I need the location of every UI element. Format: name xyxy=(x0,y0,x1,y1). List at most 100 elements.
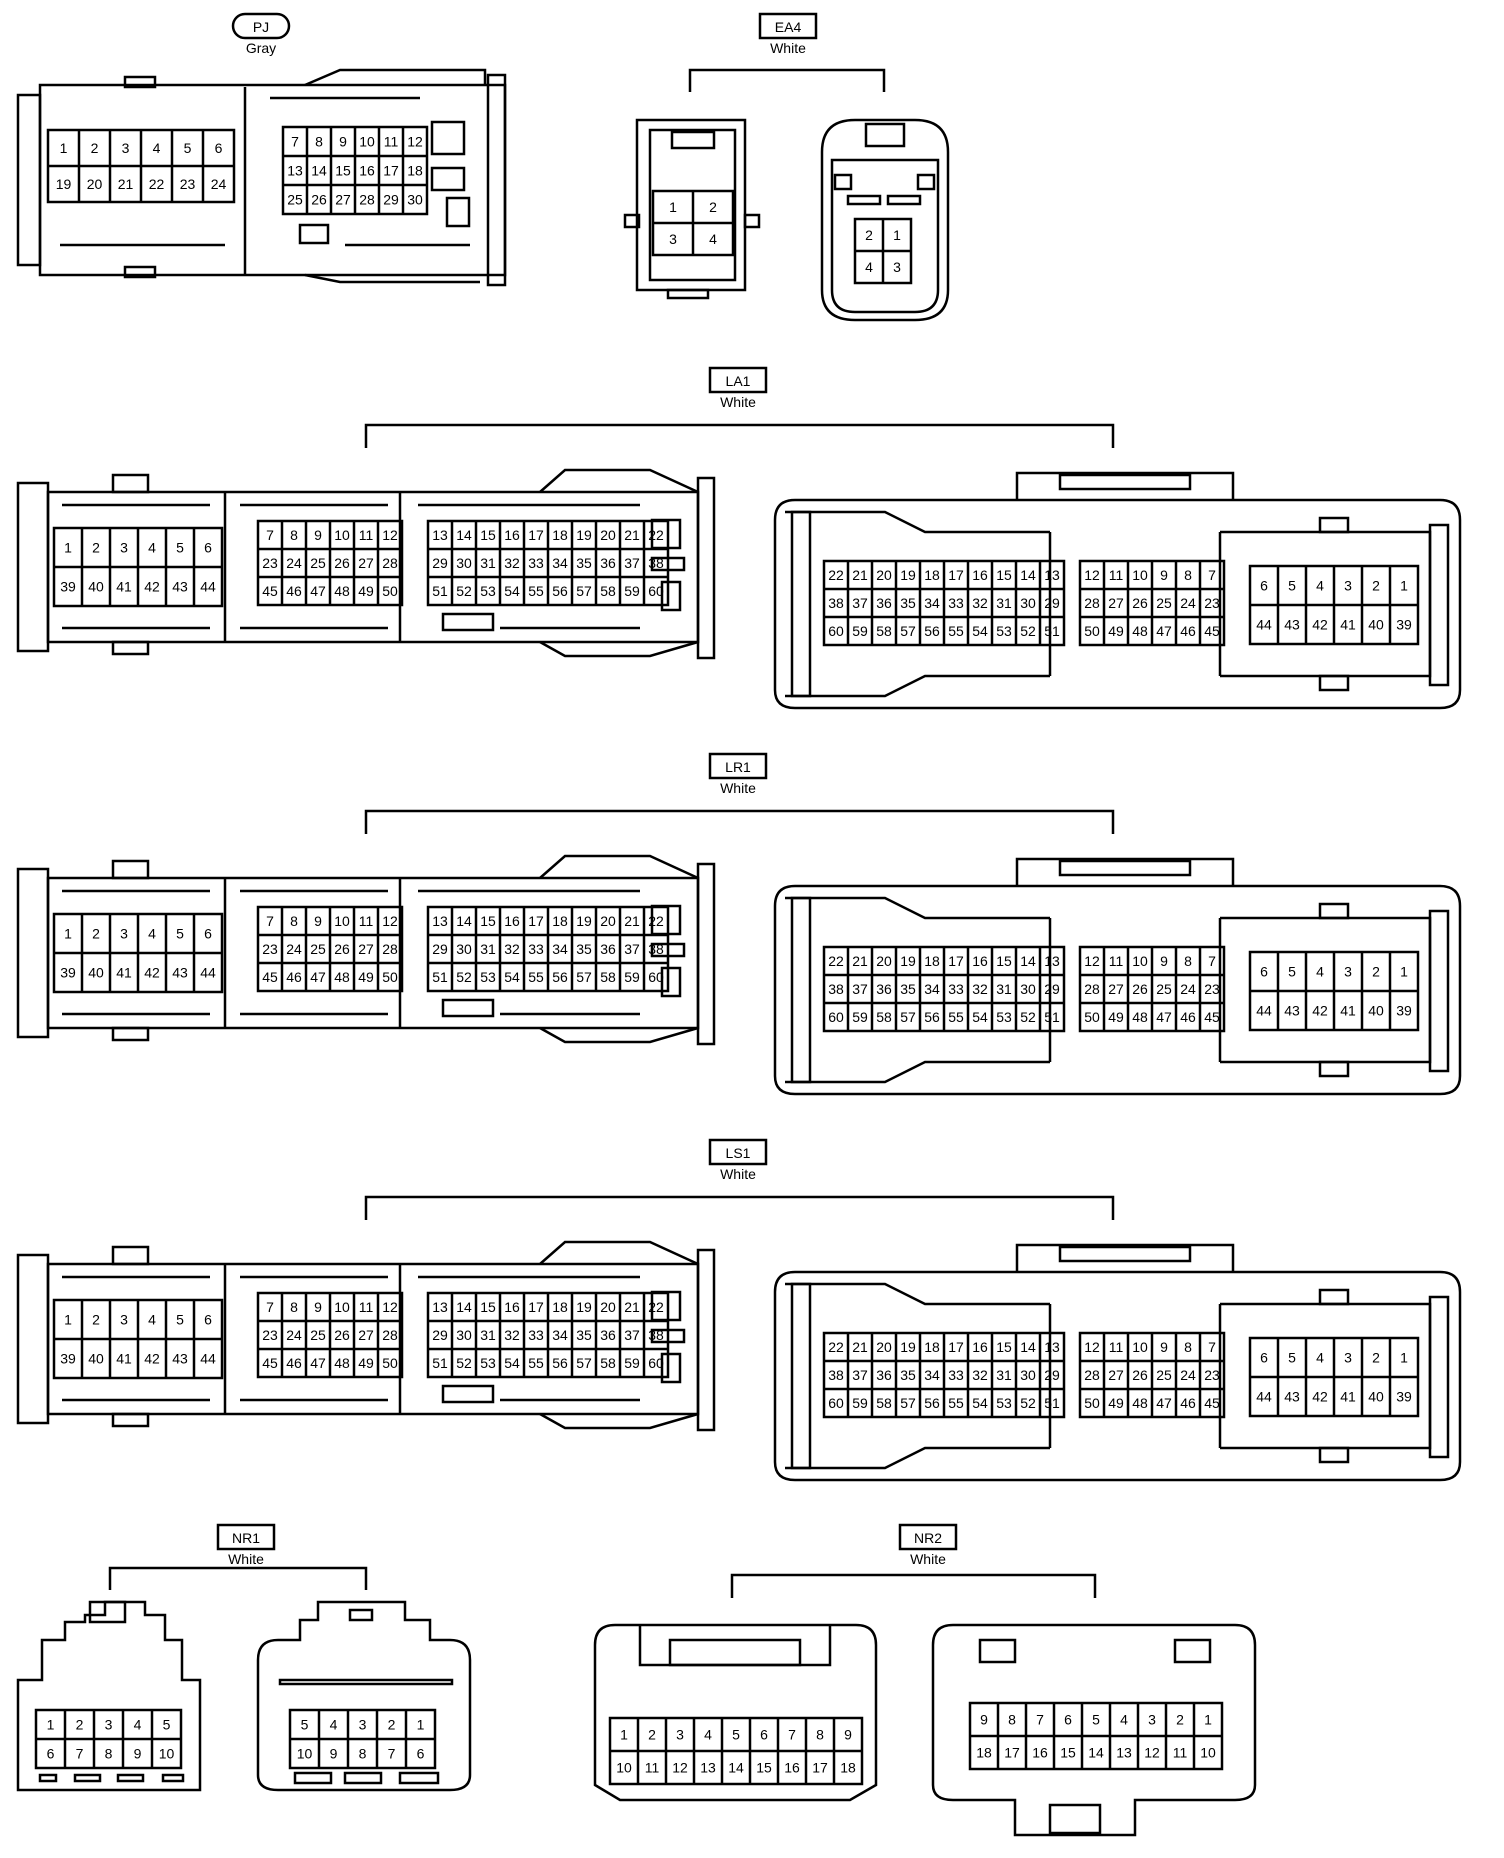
ls1-b-left-pin-label: 57 xyxy=(900,1395,916,1411)
nr2-code-label: NR2 xyxy=(914,1530,942,1546)
ls1-a-mid-pin-label: 8 xyxy=(290,1299,298,1315)
la1-color-label: White xyxy=(720,394,756,410)
ls1-a-right-pin-label: 37 xyxy=(624,1327,640,1343)
la1-left-bottom-latch xyxy=(111,640,150,656)
ls1-a-mid-pin-label: 23 xyxy=(262,1327,278,1343)
lr1-a-mid-pin-label: 7 xyxy=(266,913,274,929)
la1-b-right-pin-label: 42 xyxy=(1312,617,1328,633)
lr1-b-left-pin-label: 31 xyxy=(996,981,1012,997)
ls1-b-mid-pin-label: 7 xyxy=(1208,1339,1216,1355)
lr1-a-left-pin-label: 6 xyxy=(204,926,212,942)
ls1-a-right-pin-label: 21 xyxy=(624,1299,640,1315)
la1-b-left-pin-label: 59 xyxy=(852,623,868,639)
ls1-left-top-latch xyxy=(111,1245,150,1266)
la1-a-left-pin-label: 2 xyxy=(92,540,100,556)
la1-b-right-pin-label: 41 xyxy=(1340,617,1356,633)
pj-left-pin-label: 5 xyxy=(184,140,192,156)
la1-right-tab xyxy=(1318,516,1350,534)
nr1-left-pin-label: 2 xyxy=(76,1717,84,1733)
nr2-right-pin-label: 16 xyxy=(1032,1745,1048,1761)
la1-b-mid-pin-label: 23 xyxy=(1204,595,1220,611)
lr1-a-right-pin-label: 53 xyxy=(480,969,496,985)
lr1-a-left-pin-label: 2 xyxy=(92,926,100,942)
ls1-b-mid-pin-label: 47 xyxy=(1156,1395,1172,1411)
ls1-right-tab xyxy=(1318,1446,1350,1464)
la1-a-right-pin-label: 56 xyxy=(552,583,568,599)
pj-right-pin-label: 11 xyxy=(384,134,399,150)
lr1-b-right-pin-label: 43 xyxy=(1284,1003,1300,1019)
la1-a-right-pin-label: 60 xyxy=(648,583,664,599)
lr1-a-right-pin-label: 15 xyxy=(480,913,496,929)
la1-left-side-tab xyxy=(16,481,50,653)
pj-left-pin-label: 6 xyxy=(215,140,223,156)
lr1-b-left-pin-label: 60 xyxy=(828,1009,844,1025)
ls1-b-mid-pin-label: 12 xyxy=(1084,1339,1100,1355)
lr1-b-left-pin-label: 16 xyxy=(972,953,988,969)
la1-b-mid-pin-label: 9 xyxy=(1160,567,1168,583)
lr1-a-right-pin-label: 30 xyxy=(456,941,472,957)
lr1-b-mid-pin-label: 7 xyxy=(1208,953,1216,969)
la1-b-mid-pin-label: 47 xyxy=(1156,623,1172,639)
lr1-color-label: White xyxy=(720,780,756,796)
ls1-a-right-pin-label: 52 xyxy=(456,1355,472,1371)
lr1-b-left-pin-label: 14 xyxy=(1020,953,1036,969)
lr1-b-right-pin-label: 4 xyxy=(1316,964,1324,980)
ls1-b-left-pin-label: 35 xyxy=(900,1367,916,1383)
ls1-right-start-rail xyxy=(790,1282,812,1470)
lr1-b-mid-pin-label: 23 xyxy=(1204,981,1220,997)
lr1-right-tab xyxy=(1318,1060,1350,1078)
la1-b-right-pin-label: 44 xyxy=(1256,617,1272,633)
la1-a-mid-pin-label: 46 xyxy=(286,583,302,599)
lr1-b-left-pin-label: 36 xyxy=(876,981,892,997)
nr1-color-label: White xyxy=(228,1551,264,1567)
la1-a-left-pin-label: 43 xyxy=(172,579,188,595)
lr1-b-left-pin-label: 56 xyxy=(924,1009,940,1025)
ls1-b-left-pin-label: 33 xyxy=(948,1367,964,1383)
lr1-b-mid-pin-label: 45 xyxy=(1204,1009,1220,1025)
lr1-a-left-pin-label: 3 xyxy=(120,926,128,942)
pj-color-label: Gray xyxy=(246,40,276,56)
nr1-right-pin-label: 7 xyxy=(388,1746,396,1762)
lr1-b-left-pin-label: 51 xyxy=(1044,1009,1060,1025)
la1-a-mid-pin-label: 9 xyxy=(314,527,322,543)
la1-b-left-pin-label: 36 xyxy=(876,595,892,611)
lr1-a-left-pin-label: 1 xyxy=(64,926,72,942)
la1-b-left-pin-label: 57 xyxy=(900,623,916,639)
la1-code-box xyxy=(708,366,768,394)
nr1-left-pin-label: 3 xyxy=(105,1717,113,1733)
la1-a-right-pin-label: 58 xyxy=(600,583,616,599)
ls1-code-label: LS1 xyxy=(726,1145,751,1161)
lr1-b-left-pin-label: 38 xyxy=(828,981,844,997)
la1-b-left-pin-label: 55 xyxy=(948,623,964,639)
la1-b-left-pin-label: 52 xyxy=(1020,623,1036,639)
la1-b-left-pin-label: 18 xyxy=(924,567,940,583)
ls1-a-right-pin-label: 38 xyxy=(648,1327,664,1343)
la1-b-left-pin-label: 14 xyxy=(1020,567,1036,583)
nr2-right-pin-label: 4 xyxy=(1120,1712,1128,1728)
pj-left-pin-label: 19 xyxy=(56,176,72,192)
nr1-left-pin-label: 6 xyxy=(47,1746,55,1762)
ls1-a-right-pin-label: 20 xyxy=(600,1299,616,1315)
ls1-a-mid-pin-label: 50 xyxy=(382,1355,398,1371)
ls1-a-left-pin-label: 4 xyxy=(148,1312,156,1328)
pj-right-pin-label: 16 xyxy=(359,163,375,179)
lr1-b-left-pin-label: 32 xyxy=(972,981,988,997)
lr1-a-left-pin-label: 40 xyxy=(88,965,104,981)
lr1-a-left-pin-label: 39 xyxy=(60,965,76,981)
lr1-a-right-pin-label: 38 xyxy=(648,941,664,957)
lr1-left-bottom-latch xyxy=(111,1026,150,1042)
lr1-b-left-pin-label: 53 xyxy=(996,1009,1012,1025)
ls1-left-key xyxy=(441,1384,495,1404)
pj-left-pin-label: 20 xyxy=(87,176,103,192)
nr2-left-pin-label: 13 xyxy=(700,1760,716,1776)
ls1-b-left-pin-label: 52 xyxy=(1020,1395,1036,1411)
